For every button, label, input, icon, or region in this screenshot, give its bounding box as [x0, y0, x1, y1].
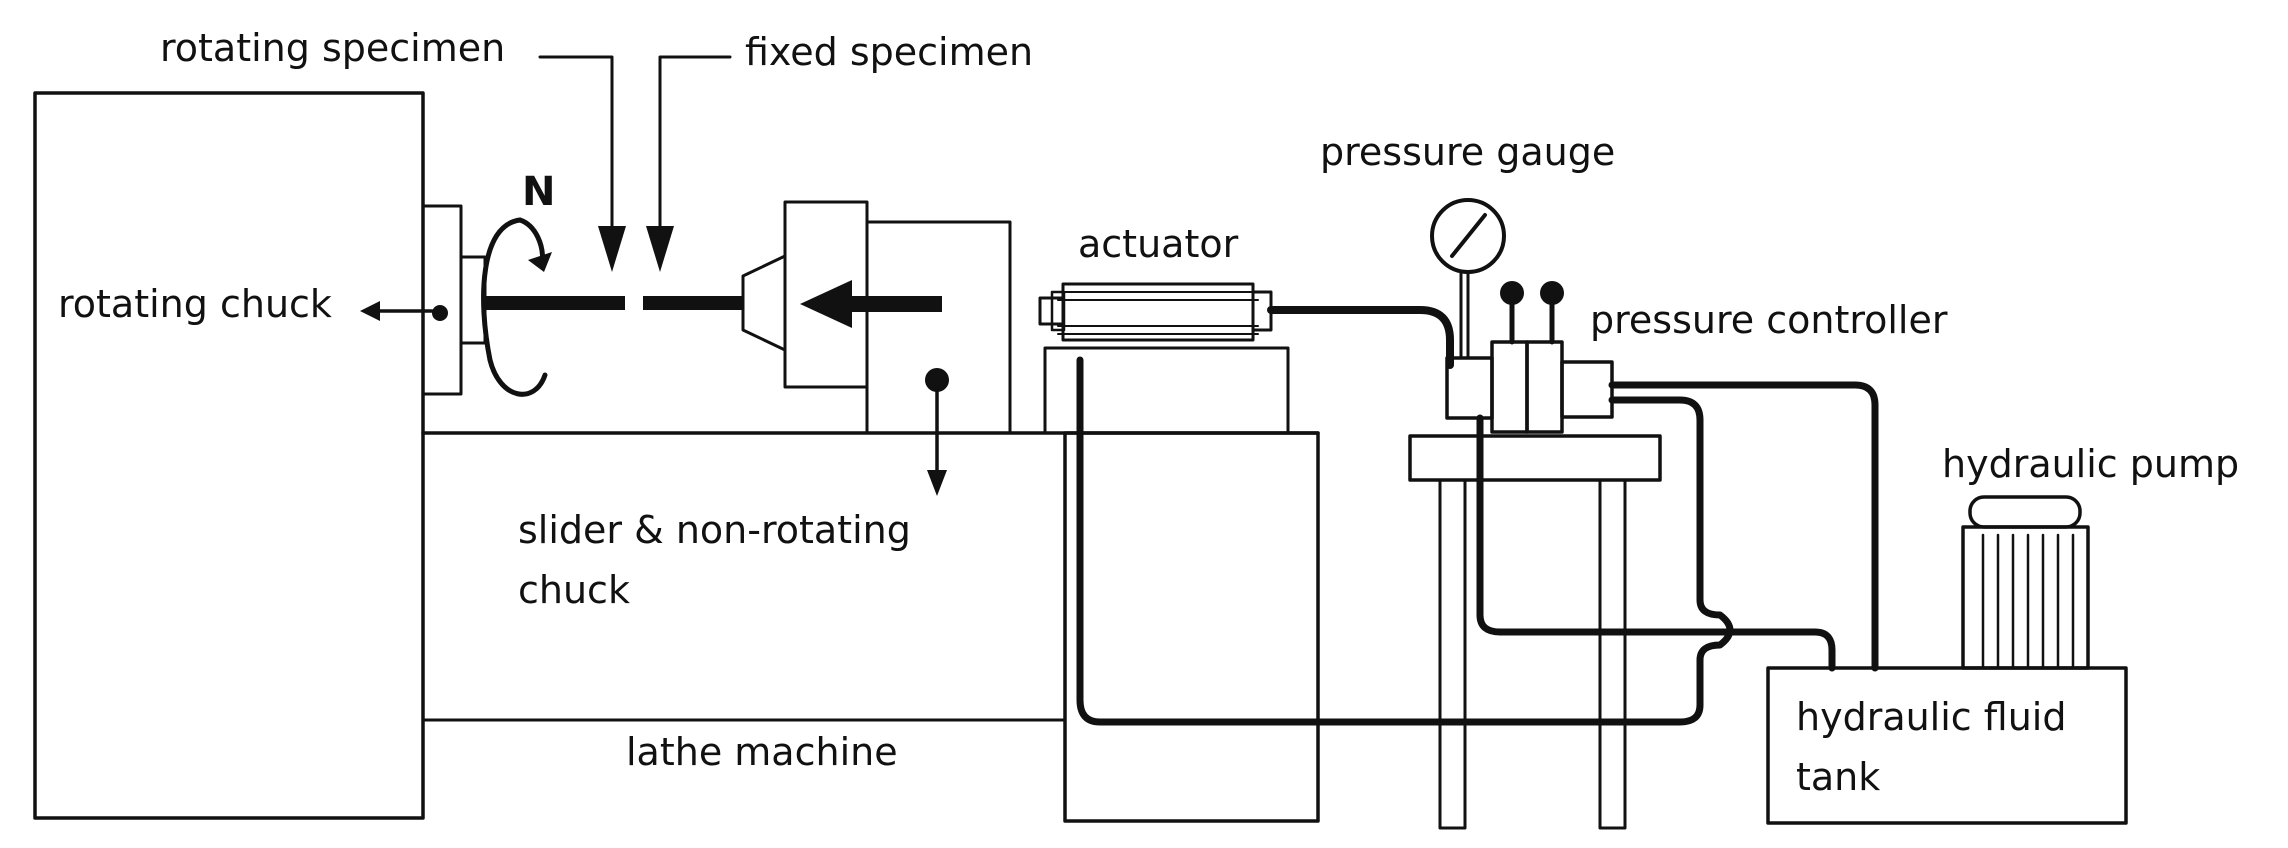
actuator-support [1063, 431, 1320, 823]
fixed-specimen-bar [643, 296, 743, 310]
slider-arrowhead [927, 470, 947, 496]
hose-gauge-tank [1476, 414, 1836, 672]
rotating-specimen-bar [485, 296, 625, 310]
non-rotating-chuck-block [783, 200, 869, 389]
rotating-specimen-arrowhead [598, 226, 626, 272]
hydraulic-fluid-tank [1766, 666, 2128, 825]
rotating-chuck-arrowhead [360, 301, 380, 321]
controller-right-block [1560, 360, 1614, 419]
slider-housing [865, 220, 1012, 435]
controller-valve-1 [1490, 340, 1529, 434]
non-rotating-chuck-cone [741, 254, 787, 352]
fixed-specimen-arrowhead [646, 226, 674, 272]
fixed-specimen-leader [658, 55, 732, 242]
thrust-arrow-head-icon [800, 280, 852, 328]
rotating-specimen-leader [538, 55, 614, 242]
rotating-chuck-dot [432, 305, 448, 321]
controller-table-leg-left [1438, 478, 1467, 830]
hose-controller-tank-right [1608, 381, 1879, 672]
controller-table-top [1408, 434, 1662, 482]
hydraulic-pump-cap [1968, 495, 2082, 529]
controller-table-leg-right [1598, 478, 1627, 830]
pressure-gauge-needle [1450, 213, 1487, 258]
actuator-end-left-cap [1050, 290, 1066, 332]
hose-actuator-controller [1267, 306, 1454, 369]
actuator-mount [1043, 346, 1290, 435]
rotating-chuck-plate [421, 204, 463, 396]
rotation-arrowhead-icon [528, 252, 552, 272]
controller-knob-1 [1500, 281, 1524, 305]
controller-left-block [1445, 356, 1494, 420]
rotation-arrow-icon [481, 217, 548, 397]
headstock-body [33, 91, 425, 820]
controller-valve-2 [1525, 340, 1564, 434]
hose-controller-tank-return [1076, 356, 1734, 726]
controller-knob-2 [1540, 281, 1564, 305]
thrust-arrow-shaft [840, 296, 942, 312]
